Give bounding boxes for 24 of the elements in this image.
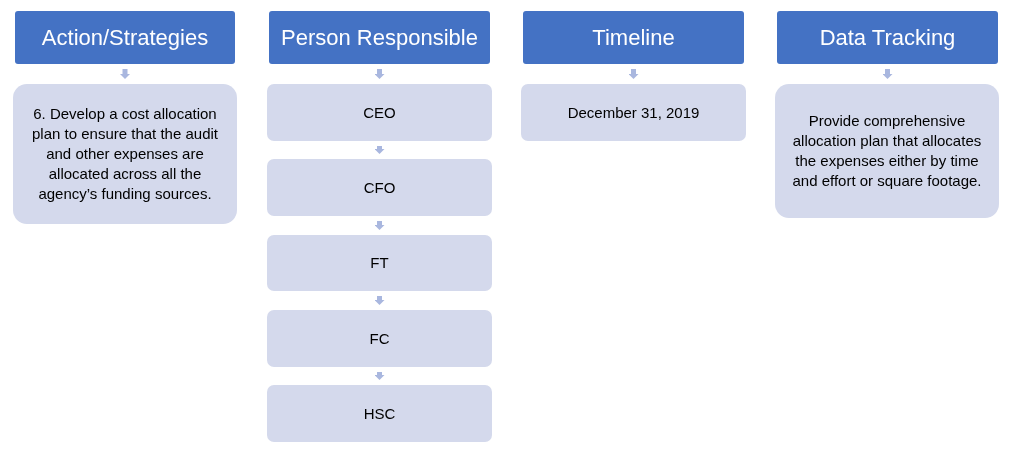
- box-text: FT: [370, 253, 389, 273]
- box-text: FC: [369, 328, 390, 349]
- box-text: 6. Develop a cost allocation plan to ensure that the audit and other expenses are allocated across all the agency’s funding sources.: [31, 104, 219, 204]
- column-heading: Action/Strategies: [41, 24, 209, 51]
- process-box: [521, 84, 746, 141]
- process-box: [775, 84, 999, 218]
- box-text: CFO: [363, 177, 396, 198]
- header-box: [15, 11, 235, 64]
- box-text: HSC: [363, 403, 396, 424]
- header-box: [777, 11, 998, 64]
- column-heading: Person Responsible: [281, 24, 478, 51]
- process-box: [267, 385, 492, 442]
- box-text: December 31, 2019: [567, 102, 700, 123]
- process-box: [267, 84, 492, 141]
- header-box: [523, 11, 744, 64]
- column-heading: Timeline: [592, 24, 675, 51]
- process-box: [267, 310, 492, 367]
- column-heading: Data Tracking: [819, 24, 956, 51]
- box-text: Provide comprehensive allocation plan that allocates the expenses either by time and effort or square footage.: [791, 111, 983, 191]
- box-text: CEO: [363, 102, 396, 123]
- process-box: [267, 159, 492, 216]
- process-box: [267, 235, 492, 291]
- process-box: [13, 84, 237, 224]
- header-box: [269, 11, 490, 64]
